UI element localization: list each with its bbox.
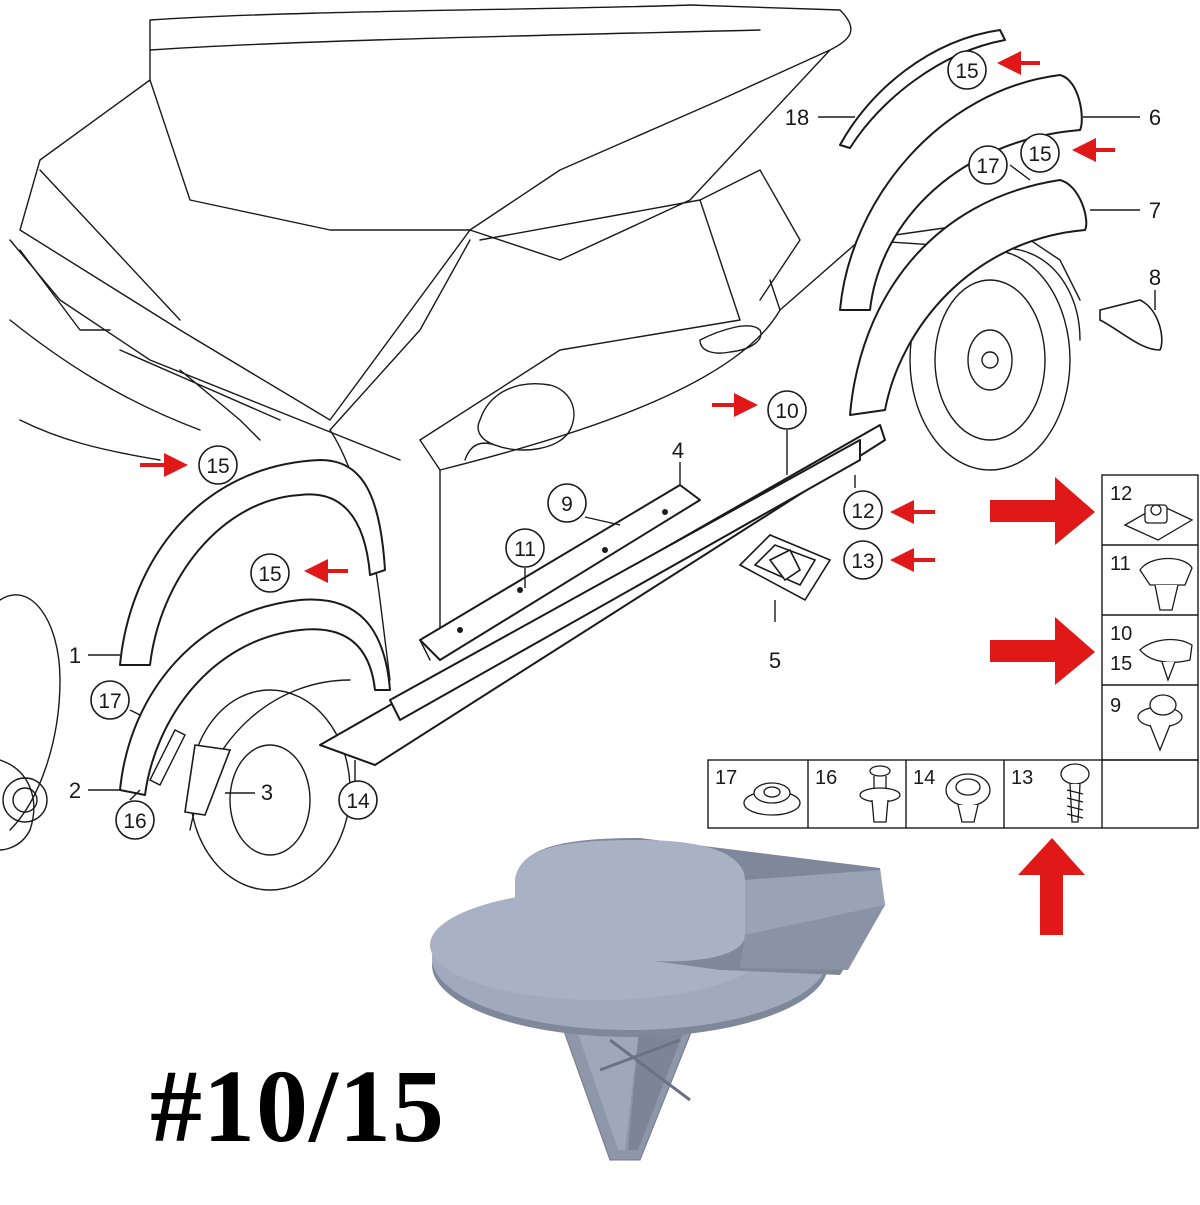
leader-lines bbox=[88, 116, 1156, 801]
table-label-9: 9 bbox=[1110, 695, 1121, 717]
push-clip-icon bbox=[430, 838, 885, 1161]
label-6: 6 bbox=[1149, 105, 1161, 130]
callout-15: 15 bbox=[258, 563, 281, 586]
label-1: 1 bbox=[69, 643, 81, 668]
callout-11: 11 bbox=[514, 538, 536, 561]
callouts bbox=[90, 50, 1060, 840]
label-3: 3 bbox=[261, 780, 273, 805]
fastener-icon bbox=[743, 504, 1194, 823]
table-label-12: 12 bbox=[1110, 483, 1132, 505]
callout-15: 15 bbox=[206, 455, 229, 478]
callout-16: 16 bbox=[123, 810, 146, 833]
jack-pad bbox=[738, 534, 832, 602]
callout-12: 12 bbox=[851, 500, 874, 523]
callout-17: 17 bbox=[976, 155, 999, 178]
rear-bracket bbox=[1099, 299, 1163, 351]
callout-14: 14 bbox=[346, 790, 370, 813]
callout-15: 15 bbox=[1028, 143, 1051, 166]
seal-strip bbox=[149, 729, 186, 786]
bracket-part bbox=[184, 744, 232, 816]
callout-13: 13 bbox=[851, 550, 874, 573]
table-label-11: 11 bbox=[1110, 553, 1131, 575]
table-label-15: 15 bbox=[1110, 653, 1132, 675]
label-5: 5 bbox=[769, 648, 781, 673]
red-arrow-icon bbox=[140, 51, 1115, 583]
table-label-16: 16 bbox=[815, 767, 837, 789]
table-label-14: 14 bbox=[913, 767, 935, 789]
parts-table bbox=[707, 474, 1199, 829]
table-label-17: 17 bbox=[715, 767, 737, 789]
label-18: 18 bbox=[785, 105, 809, 130]
label-7: 7 bbox=[1149, 198, 1161, 223]
callout-10: 10 bbox=[775, 400, 798, 423]
callout-9: 9 bbox=[561, 493, 573, 516]
side-sill bbox=[319, 424, 886, 766]
big-red-arrow-icon bbox=[990, 477, 1095, 935]
part-number-caption: #10/15 bbox=[150, 1049, 445, 1164]
label-4: 4 bbox=[672, 438, 684, 463]
label-8: 8 bbox=[1149, 265, 1161, 290]
callout-17: 17 bbox=[98, 690, 121, 713]
table-label-10: 10 bbox=[1110, 623, 1132, 645]
wheel-arch-trims bbox=[119, 29, 1088, 796]
callout-15: 15 bbox=[955, 60, 978, 83]
table-label-13: 13 bbox=[1011, 767, 1033, 789]
label-2: 2 bbox=[69, 778, 81, 803]
